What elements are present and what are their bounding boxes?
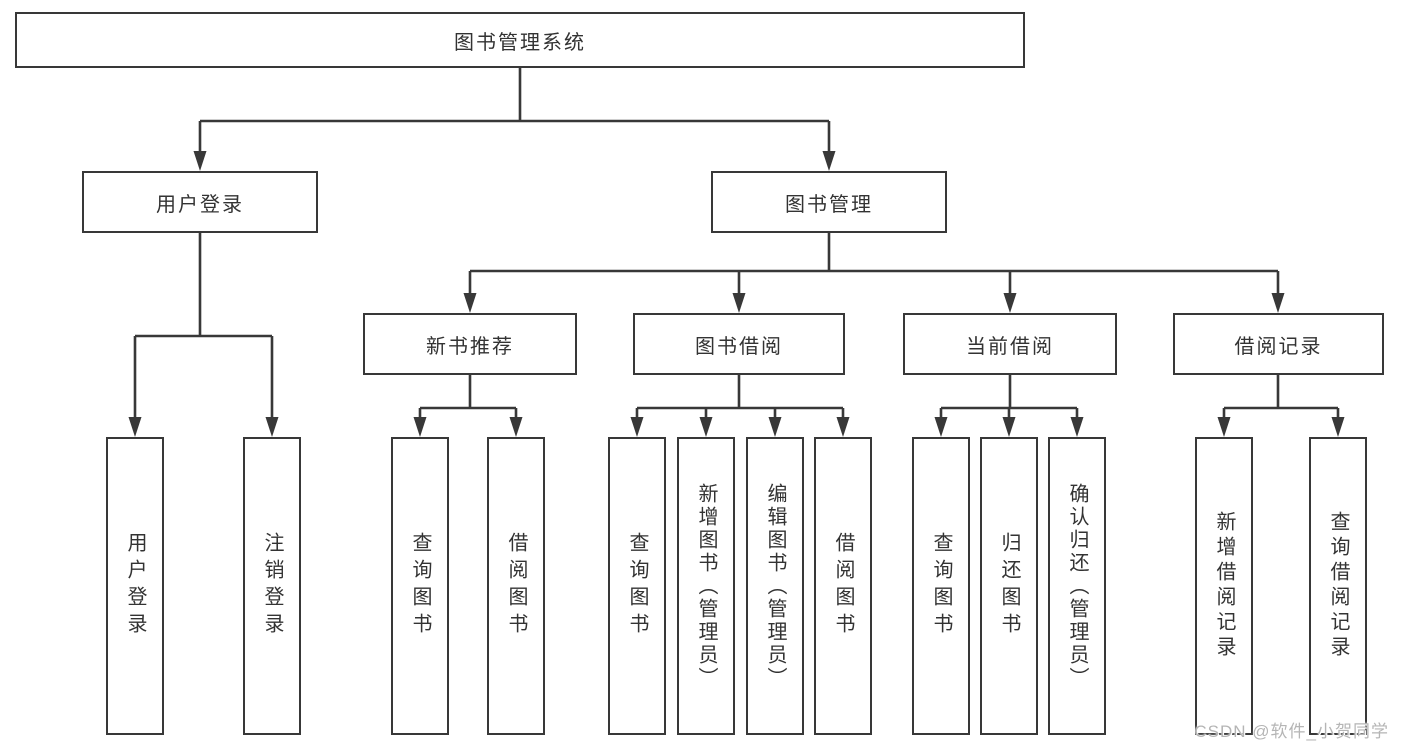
leaf-query-books-2: 查询图书	[608, 437, 666, 735]
node-borrowing-records: 借阅记录	[1173, 313, 1384, 375]
root-node: 图书管理系统	[15, 12, 1025, 68]
leaf-return-book-label: 归还图书	[998, 532, 1020, 640]
leaf-borrow-books-1-label: 借阅图书	[505, 532, 527, 640]
node-new-book-recommend: 新书推荐	[363, 313, 577, 375]
node-book-management: 图书管理	[711, 171, 947, 233]
leaf-return-book: 归还图书	[980, 437, 1038, 735]
leaf-query-books-1: 查询图书	[391, 437, 449, 735]
node-user-login: 用户登录	[82, 171, 318, 233]
leaf-add-book-admin: 新增图书（管理员）	[677, 437, 735, 735]
leaf-user-login: 用户登录	[106, 437, 164, 735]
node-current-borrowing-label: 当前借阅	[966, 335, 1054, 358]
leaf-logout: 注销登录	[243, 437, 301, 735]
node-book-management-label: 图书管理	[785, 193, 873, 216]
leaf-edit-book-admin: 编辑图书（管理员）	[746, 437, 804, 735]
leaf-query-borrow-record: 查询借阅记录	[1309, 437, 1367, 735]
leaf-confirm-return-admin: 确认归还（管理员）	[1048, 437, 1106, 735]
leaf-query-books-3-label: 查询图书	[930, 532, 952, 640]
root-node-label: 图书管理系统	[454, 31, 586, 54]
node-book-borrowing: 图书借阅	[633, 313, 845, 375]
leaf-query-books-1-label: 查询图书	[409, 532, 431, 640]
leaf-query-books-2-label: 查询图书	[626, 532, 648, 640]
leaf-borrow-books-2: 借阅图书	[814, 437, 872, 735]
node-current-borrowing: 当前借阅	[903, 313, 1117, 375]
leaf-query-books-3: 查询图书	[912, 437, 970, 735]
node-borrowing-records-label: 借阅记录	[1234, 335, 1323, 358]
leaf-edit-book-admin-label: 编辑图书（管理员）	[764, 482, 786, 690]
node-book-borrowing-label: 图书借阅	[695, 335, 783, 358]
leaf-add-borrow-record: 新增借阅记录	[1195, 437, 1253, 735]
leaf-query-borrow-record-label: 查询借阅记录	[1327, 511, 1349, 661]
leaf-borrow-books-2-label: 借阅图书	[832, 532, 854, 640]
csdn-watermark: CSDN @软件_小贺同学	[1194, 722, 1389, 741]
leaf-add-borrow-record-label: 新增借阅记录	[1213, 511, 1235, 661]
leaf-logout-label: 注销登录	[261, 532, 283, 640]
leaf-add-book-admin-label: 新增图书（管理员）	[695, 482, 717, 690]
leaf-confirm-return-admin-label: 确认归还（管理员）	[1066, 482, 1088, 690]
leaf-borrow-books-1: 借阅图书	[487, 437, 545, 735]
node-new-book-recommend-label: 新书推荐	[426, 335, 514, 358]
leaf-user-login-label: 用户登录	[124, 532, 146, 640]
node-user-login-label: 用户登录	[156, 193, 244, 216]
